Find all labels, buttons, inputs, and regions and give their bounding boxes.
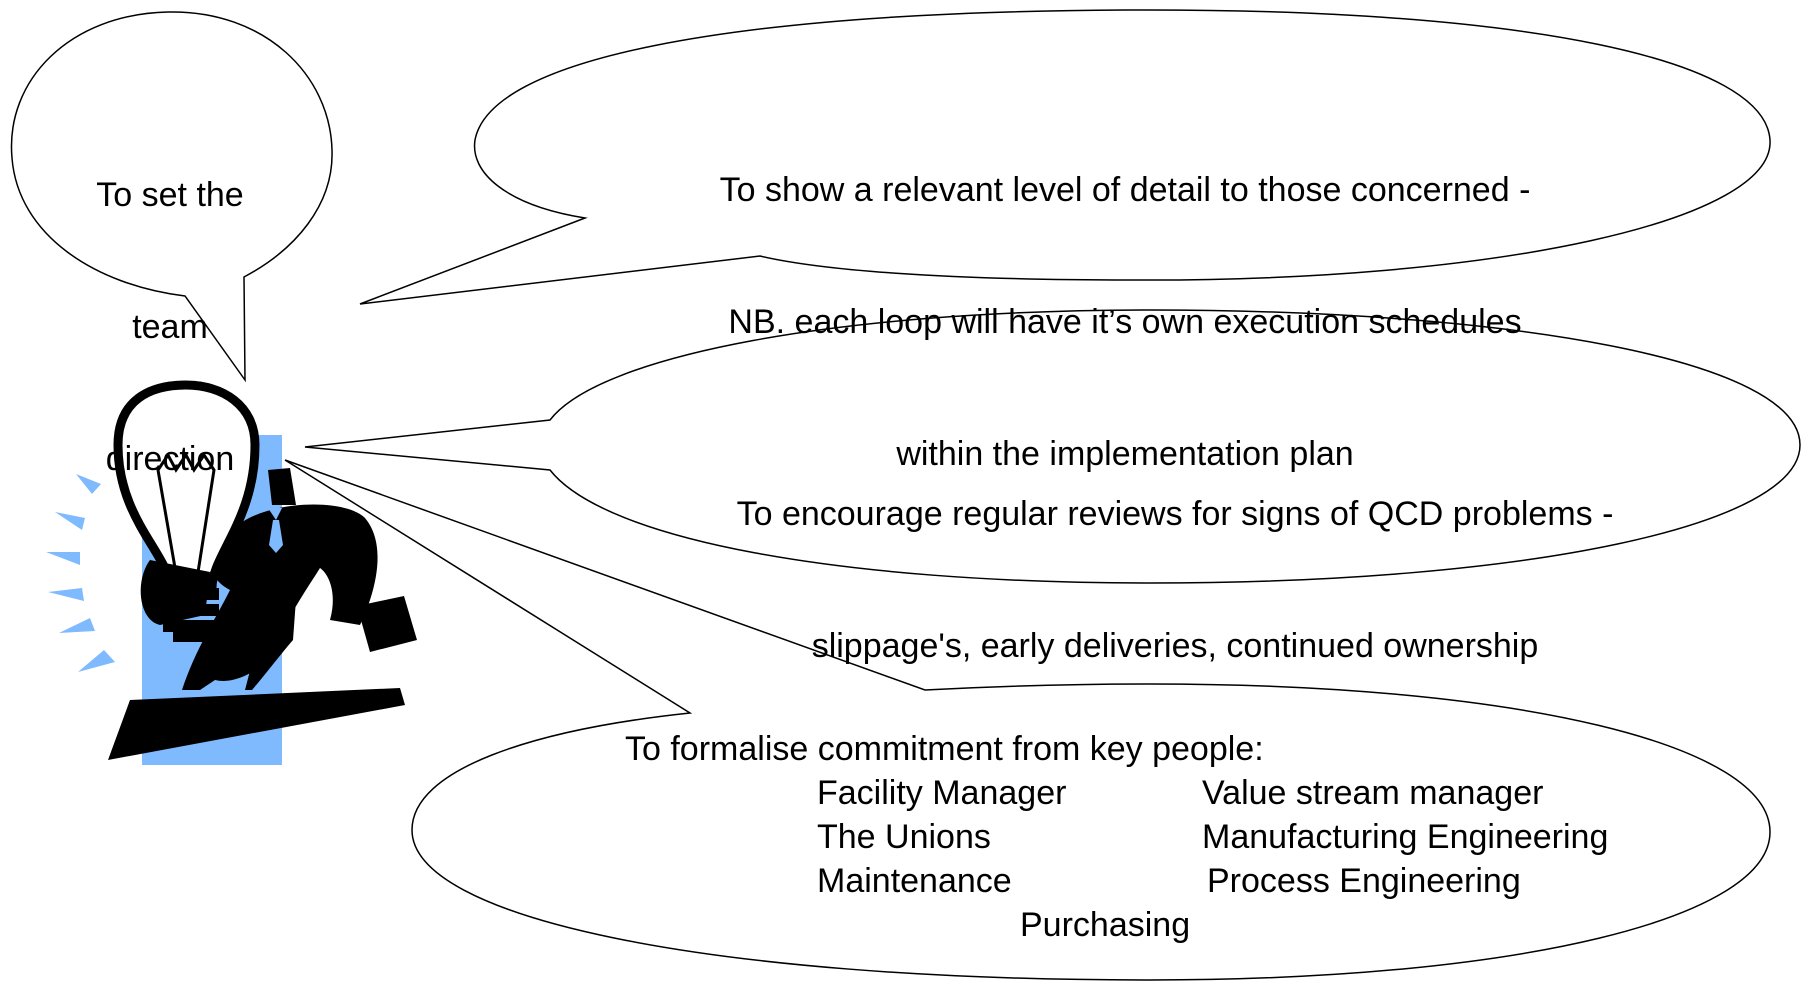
speech-bubble-detail [359, 9, 1771, 305]
person-maintenance: Maintenance [817, 862, 1012, 900]
person-facility-manager: Facility Manager [817, 774, 1067, 812]
lightbulb-icon [113, 380, 260, 642]
direction-bubble-text: To set the team direction [60, 85, 280, 525]
detail-line-3: within the implementation plan [896, 435, 1354, 473]
reviews-line-1: To encourage regular reviews for signs o… [736, 495, 1614, 533]
detail-line-2: NB. each loop will have it’s own executi… [728, 303, 1522, 341]
reviews-bubble-text: To encourage regular reviews for signs o… [660, 404, 1690, 712]
businessman-with-lightbulb-illustration [46, 380, 417, 765]
person-the-unions: The Unions [817, 818, 991, 856]
person-purchasing: Purchasing [1020, 906, 1191, 944]
reviews-line-2: slippage's, early deliveries, continued … [811, 627, 1539, 665]
necktie [268, 508, 283, 553]
businessman-figure [108, 468, 417, 760]
light-rays-icon [46, 474, 115, 672]
direction-line-3: direction [105, 440, 235, 478]
person-process-engineering: Process Engineering [1207, 862, 1521, 900]
detail-line-1: To show a relevant level of detail to th… [719, 171, 1531, 209]
detail-bubble-text: To show a relevant level of detail to th… [620, 80, 1630, 520]
speech-bubble-reviews [304, 309, 1801, 584]
commitment-heading: To formalise commitment from key people: [625, 730, 1264, 768]
speech-bubble-direction [10, 11, 333, 383]
person-manufacturing-engineering: Manufacturing Engineering [1202, 818, 1609, 856]
direction-line-1: To set the [96, 176, 244, 214]
person-value-stream-manager: Value stream manager [1202, 774, 1544, 812]
speech-bubble-commitment [284, 459, 1771, 981]
direction-line-2: team [132, 308, 208, 346]
